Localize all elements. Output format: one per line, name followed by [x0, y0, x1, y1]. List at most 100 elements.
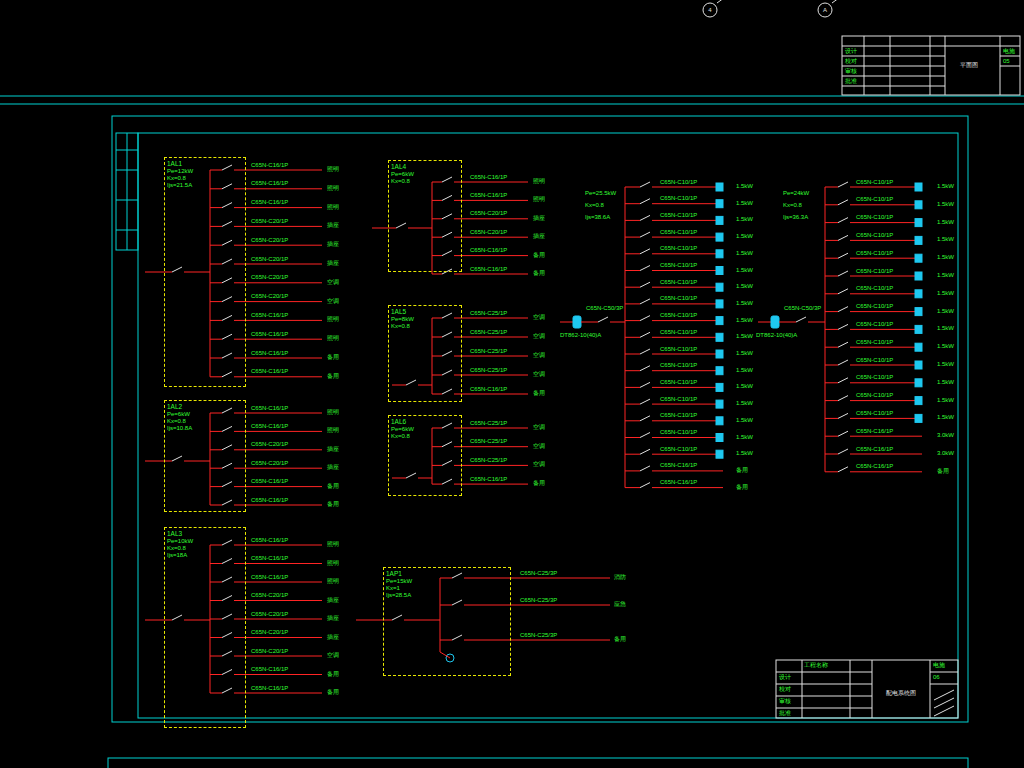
breaker-label: C65N-C10/1P — [856, 392, 893, 399]
load-label: 备用 — [327, 689, 339, 696]
circuit-line — [850, 311, 915, 312]
circuit-line — [825, 276, 838, 277]
load-label: 空调 — [533, 352, 545, 359]
circuit-line — [850, 187, 915, 188]
inner-frame — [138, 133, 958, 718]
circuit-line — [234, 170, 322, 171]
title-cell: 审核 — [845, 68, 857, 75]
breaker-label: C65N-C10/1P — [856, 179, 893, 186]
breaker-label: C65N-C16/1P — [251, 350, 288, 357]
breaker-symbol — [640, 416, 650, 421]
circuit-line — [234, 431, 322, 432]
circuit-line — [234, 619, 322, 620]
title-block-line — [945, 46, 1000, 47]
circuit-line — [850, 204, 915, 205]
panel-box: 1AL6Pe=6kW Kx=0.8 — [388, 415, 462, 496]
axis-number: A — [823, 7, 827, 14]
title-cell: 05 — [1003, 58, 1010, 65]
circuit-line — [234, 320, 322, 321]
circuit-line — [210, 245, 222, 246]
meter-symbol — [915, 290, 922, 298]
load-label: 1.5kW — [736, 417, 753, 424]
circuit-line — [625, 470, 640, 471]
load-label: 1.5kW — [937, 343, 954, 350]
title-block-line — [930, 672, 958, 673]
breaker-symbol — [442, 442, 452, 447]
breaker-label: C65N-C10/1P — [660, 362, 697, 369]
circuit-line — [432, 394, 442, 395]
breaker-symbol — [222, 315, 232, 320]
load-label: 插座 — [327, 464, 339, 471]
load-label: 空调 — [327, 279, 339, 286]
meter-symbol — [915, 414, 922, 422]
breaker-symbol — [222, 670, 232, 675]
circuit-line — [850, 418, 915, 419]
circuit-line — [210, 207, 222, 208]
meter-symbol — [716, 200, 723, 208]
incoming-feeder — [145, 620, 172, 621]
load-label: 照明 — [327, 335, 339, 342]
breaker-symbol — [222, 278, 232, 283]
next-sheet-frame — [108, 758, 968, 768]
circuit-line — [210, 188, 222, 189]
title-block-line — [1000, 56, 1020, 57]
circuit-line — [652, 270, 716, 271]
title-block-line — [1000, 46, 1020, 47]
circuit-line — [625, 253, 640, 254]
circuit-line — [825, 240, 838, 241]
meter-symbol — [716, 367, 723, 375]
breaker-label: C65N-C16/1P — [251, 199, 288, 206]
breaker-label: C65N-C20/1P — [251, 460, 288, 467]
circuit-line — [625, 420, 640, 421]
breaker-label: C65N-C10/1P — [856, 196, 893, 203]
incoming-feeder — [372, 228, 396, 229]
circuit-line — [915, 436, 922, 437]
breaker-symbol — [442, 460, 452, 465]
circuit-line — [432, 237, 442, 238]
circuit-line — [625, 220, 640, 221]
title-block-hatch — [934, 690, 954, 700]
circuit-line — [652, 487, 716, 488]
breaker-symbol — [442, 479, 452, 484]
axis-line — [717, 0, 735, 3]
load-label: 1.5kW — [937, 308, 954, 315]
breaker-symbol — [640, 466, 650, 471]
load-label: 1.5kW — [937, 219, 954, 226]
load-note: Pe=25.5kW — [585, 190, 616, 197]
breaker-label: C65N-C10/1P — [856, 214, 893, 221]
margin-table-line — [116, 230, 138, 231]
breaker-symbol — [640, 199, 650, 204]
busbar — [210, 170, 211, 377]
circuit-line — [432, 274, 442, 275]
circuit-line — [825, 222, 838, 223]
load-label: 1.5kW — [736, 267, 753, 274]
circuit-line — [210, 282, 222, 283]
circuit-line — [652, 320, 716, 321]
circuit-line — [825, 311, 838, 312]
breaker-label: C65N-C25/3P — [520, 570, 557, 577]
panel-params: Pe=8kW Kx=0.8 — [391, 316, 427, 330]
load-label: 插座 — [533, 233, 545, 240]
margin-table-line — [116, 150, 138, 151]
meter-symbol — [915, 308, 922, 316]
load-label: 插座 — [327, 634, 339, 641]
breaker-label: C65N-C20/1P — [470, 229, 507, 236]
circuit-line — [825, 187, 838, 188]
meter-symbol — [716, 267, 723, 275]
circuit-line — [825, 347, 838, 348]
load-label: 备用 — [533, 480, 545, 487]
meter-symbol — [915, 183, 922, 191]
breaker-symbol — [222, 651, 232, 656]
breaker-label: C65N-C10/1P — [660, 379, 697, 386]
circuit-line — [652, 187, 716, 188]
breaker-symbol — [406, 380, 416, 385]
panel-params: Pe=15kW Kx=1 Ijs=28.5A — [386, 578, 422, 599]
circuit-line — [625, 387, 640, 388]
breaker-label: C65N-C25/1P — [470, 420, 507, 427]
circuit-line — [825, 204, 838, 205]
panel-name: 1AP1 — [386, 570, 508, 578]
incoming-feeder — [610, 322, 625, 323]
circuit-line — [625, 187, 640, 188]
circuit-line — [432, 446, 442, 447]
